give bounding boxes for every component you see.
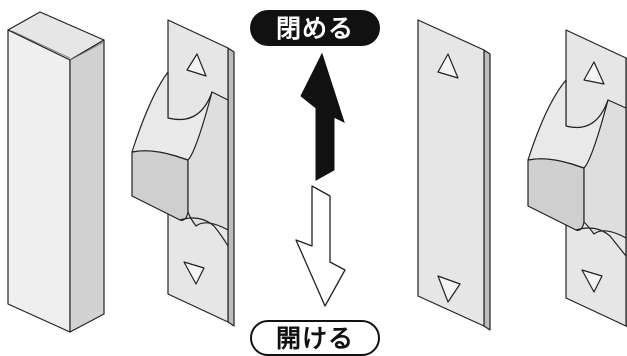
hook-lower-curve (179, 217, 229, 247)
triangle-up-icon (437, 53, 459, 79)
hook-front-face (583, 99, 627, 239)
hook-side-face (131, 150, 189, 221)
close-arrow-icon (300, 52, 345, 181)
hook-side-face (527, 158, 585, 231)
open-label: 開ける (250, 320, 380, 356)
hook-plate-part (131, 19, 235, 327)
block-part (7, 11, 105, 333)
block-bevel (11, 30, 105, 61)
plate-edge (227, 47, 235, 327)
close-label: 閉める (250, 10, 380, 46)
triangle-down-icon (581, 269, 603, 293)
hook-plate-right-part (527, 29, 627, 328)
flat-plate-edge (483, 49, 491, 331)
flat-plate-face (417, 19, 485, 327)
open-arrow-icon (295, 185, 346, 307)
flat-plate-part (417, 19, 491, 331)
triangle-down-icon (437, 275, 461, 303)
triangle-down-icon (183, 261, 205, 285)
block-right-face (69, 39, 105, 333)
hook-lower-curve (575, 227, 627, 257)
block-left-face (7, 29, 71, 333)
triangle-up-icon (583, 61, 605, 85)
triangle-up-icon (186, 53, 207, 77)
